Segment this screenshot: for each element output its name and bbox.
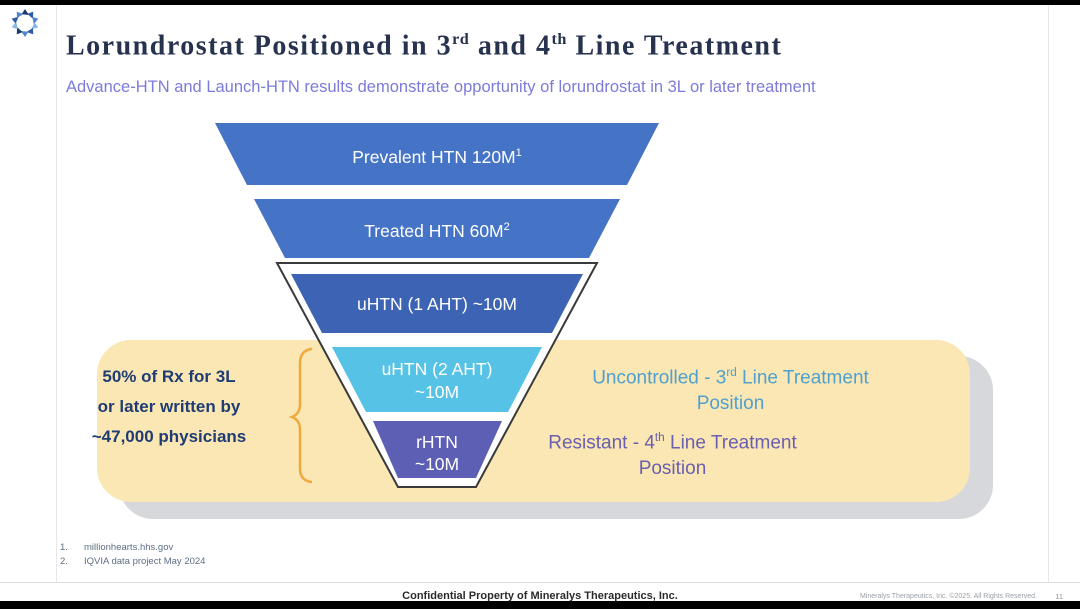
callout-line: or later written by bbox=[97, 397, 241, 416]
title-superscript: th bbox=[551, 30, 567, 48]
annotation-resistant-line1: Resistant - 4th Line Treatment bbox=[548, 431, 797, 454]
footer-page-number: 11 bbox=[1055, 592, 1063, 601]
funnel-label-uhtn1: uHTN (1 AHT) ~10M bbox=[357, 294, 517, 314]
funnel-layer-treated bbox=[254, 199, 620, 258]
annotation-uncontrolled-line2: Position bbox=[696, 393, 765, 415]
letterbox-bottom bbox=[0, 601, 1080, 609]
annotation-uncontrolled: Uncontrolled - 3rd Line Treatment Positi… bbox=[558, 360, 903, 417]
footnote-2: 2. IQVIA data project May 2024 bbox=[60, 555, 206, 567]
title-text: Lorundrostat Positioned in 3 bbox=[66, 30, 453, 62]
page-title: Lorundrostat Positioned in 3rd and 4th L… bbox=[66, 30, 782, 62]
brace-icon bbox=[288, 347, 313, 484]
slide-edge-right bbox=[1048, 5, 1049, 582]
physicians-callout: 50% of Rx for 3L or later written by ~47… bbox=[78, 362, 260, 452]
title-superscript: rd bbox=[452, 30, 470, 48]
callout-line: 50% of Rx for 3L bbox=[102, 367, 236, 386]
callout-line: ~47,000 physicians bbox=[91, 427, 247, 446]
footer-copyright: Mineralys Therapeutics, Inc. ©2025. All … bbox=[860, 593, 1037, 600]
funnel-layer-prevalent bbox=[215, 123, 659, 185]
slide-edge-left bbox=[56, 5, 57, 582]
funnel-label-prevalent: Prevalent HTN 120M1 bbox=[352, 147, 522, 167]
slide-subtitle: Advance-HTN and Launch-HTN results demon… bbox=[66, 78, 816, 96]
title-text: Line Treatment bbox=[566, 30, 783, 62]
funnel-label-uhtn2-line1: uHTN (2 AHT) bbox=[382, 359, 493, 379]
letterbox-top bbox=[0, 0, 1080, 5]
title-text: and 4 bbox=[469, 30, 552, 62]
funnel-label-rhtn-line1: rHTN bbox=[416, 432, 458, 452]
funnel-label-uhtn2-line2: ~10M bbox=[415, 382, 459, 402]
annotation-uncontrolled-line1: Uncontrolled - 3rd Line Treatment bbox=[592, 366, 869, 389]
annotation-resistant: Resistant - 4th Line Treatment Position bbox=[515, 425, 830, 482]
annotation-resistant-line2: Position bbox=[638, 458, 707, 480]
footer-confidential: Confidential Property of Mineralys Thera… bbox=[402, 590, 678, 602]
footnote-1: 1. millionhearts.hhs.gov bbox=[60, 542, 174, 553]
funnel-label-rhtn-line2: ~10M bbox=[415, 454, 459, 474]
funnel-layer-uhtn1 bbox=[291, 274, 583, 333]
footer-divider bbox=[0, 582, 1080, 583]
footnotes: 1. millionhearts.hhs.gov 2. IQVIA data p… bbox=[60, 541, 205, 568]
mineralys-logo-icon bbox=[11, 9, 39, 37]
funnel-layer-rhtn bbox=[373, 421, 502, 478]
funnel-label-treated: Treated HTN 60M2 bbox=[364, 221, 510, 241]
funnel-layer-uhtn2 bbox=[332, 347, 542, 412]
